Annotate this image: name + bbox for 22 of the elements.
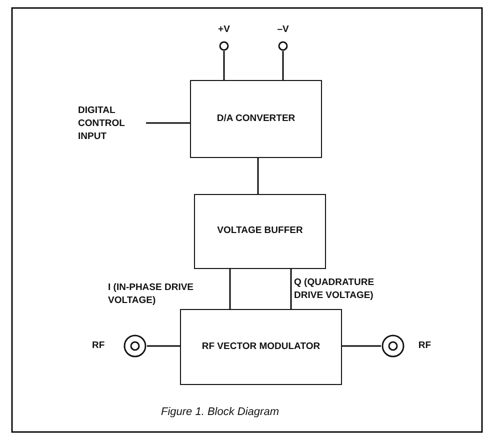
block-box: [194, 194, 326, 269]
input-label: DIGITAL CONTROL INPUT: [78, 105, 126, 144]
connector-line: [342, 345, 381, 347]
edge-label: I (IN-PHASE DRIVE VOLTAGE): [108, 282, 195, 308]
connector-line: [282, 51, 284, 80]
connector-line: [146, 122, 190, 124]
edge-label: Q (QUADRATURE DRIVE VOLTAGE): [294, 277, 376, 303]
connector-line: [290, 269, 292, 309]
block-label: VOLTAGE BUFFER: [216, 225, 304, 238]
block-box: [180, 309, 342, 385]
terminal-label: –V: [276, 24, 290, 37]
connector-line: [223, 51, 225, 80]
connector-line: [257, 158, 259, 194]
connector-line: [147, 345, 180, 347]
connector-line: [229, 269, 231, 309]
block-box: [190, 80, 322, 158]
figure-caption: Figure 1. Block Diagram: [160, 405, 280, 420]
connector-label: RF: [92, 340, 105, 353]
terminal-label: +V: [217, 24, 231, 37]
block-label: RF VECTOR MODULATOR: [200, 340, 322, 354]
connector-label: RF: [418, 340, 431, 353]
block-label: D/A CONVERTER: [216, 112, 296, 126]
